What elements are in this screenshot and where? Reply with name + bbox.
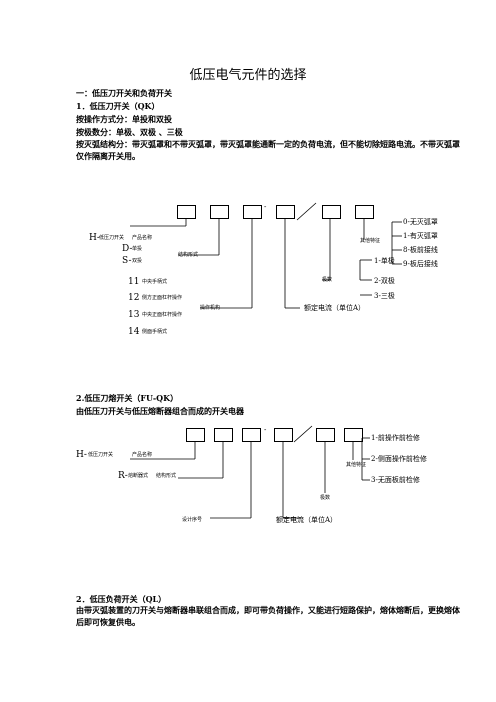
- code-box: [186, 428, 205, 442]
- section2-description: 由低压刀开关与低压熔断器组合而成的开关电器: [76, 406, 244, 416]
- structure-form-label: 结构形式: [156, 473, 177, 479]
- other-item: 1-有灭弧罩: [403, 232, 438, 240]
- code-box: [355, 205, 374, 219]
- rated-current-label: 额定电流（单位A）: [304, 304, 366, 312]
- h-code: H-: [76, 450, 87, 460]
- d-code-text: 单投: [132, 246, 143, 252]
- structure-form-label: 结构形式: [178, 252, 199, 258]
- code-box: [344, 428, 363, 442]
- code-dash: -: [264, 203, 267, 211]
- section1-heading: 一：低压刀开关和负荷开关: [76, 88, 172, 98]
- pole-item: 2-双极: [374, 277, 395, 285]
- code-box: [276, 205, 295, 219]
- mech-item-text: 中央正面杠杆操作: [142, 312, 183, 318]
- code-box: [322, 205, 341, 219]
- pole-item: 1-单极: [374, 257, 395, 265]
- code-dash: -: [264, 426, 267, 434]
- other-item: 9-板后接线: [403, 260, 438, 268]
- pole-count-text: 按极数分：单极、双极 、三极: [76, 127, 183, 137]
- operating-mechanism-label: 操作机构: [200, 305, 221, 311]
- arc-structure-text: 按灭弧结构分：带灭弧罩和不带灭弧罩，带灭弧罩能通断一定的负荷电流，但不能切除短路…: [76, 139, 460, 161]
- section2-heading: 2.低压刀熔开关（FU-QK）: [76, 393, 179, 403]
- code-box: [177, 205, 196, 219]
- h-code-text: 低压刀开关: [99, 235, 125, 241]
- r-code-text: 熔断器式: [128, 473, 149, 479]
- product-name-label: 产品名称: [132, 235, 153, 241]
- h-code-text: 低压刀开关: [88, 452, 114, 458]
- mech-item-code: 12: [128, 293, 140, 303]
- r-code: R-: [118, 471, 128, 481]
- code-box: [243, 205, 262, 219]
- mech-item-text: 侧方正面杠杆操作: [142, 295, 183, 301]
- other-item: 2-侧面操作前检修: [371, 455, 427, 463]
- code-box: [316, 428, 335, 442]
- s-code: S-: [122, 256, 132, 266]
- other-features-label: 其他特征: [346, 462, 367, 468]
- pole-label: 极数: [320, 495, 331, 501]
- other-features-label: 其他特征: [360, 238, 381, 244]
- mech-item-text: 中央手柄式: [142, 279, 168, 285]
- design-number-label: 设计序号: [182, 517, 203, 523]
- mech-item-code: 11: [128, 277, 140, 287]
- other-item: 1-前操作前检修: [371, 434, 420, 442]
- pole-label: 极数: [322, 277, 333, 283]
- code-box: [210, 205, 229, 219]
- section3-heading: 2．低压负荷开关（QL）: [76, 594, 167, 604]
- other-item: 0-无灭弧罩: [403, 218, 438, 226]
- mech-item-code: 13: [128, 310, 140, 320]
- mech-item-text: 侧面手柄式: [142, 329, 168, 335]
- section1-subheading: 1．低压刀开关（QK）: [76, 101, 160, 111]
- rated-current-label: 额定电流（单位A）: [276, 516, 338, 524]
- s-code-text: 双投: [132, 258, 143, 264]
- other-item: 3-无面板前检修: [371, 476, 420, 484]
- h-code: H-: [89, 233, 100, 243]
- code-box: [274, 428, 293, 442]
- section3-description: 由带灭弧装置的刀开关与熔断器串联组合而成，即可带负荷操作，又能进行短路保护，熔体…: [76, 605, 460, 627]
- mech-item-code: 14: [128, 327, 140, 337]
- page-title: 低压电气元件的选择: [189, 68, 307, 83]
- other-item: 8-板前接线: [403, 246, 438, 254]
- operation-type-text: 按操作方式分：单投和双投: [76, 114, 172, 124]
- pole-item: 3-三极: [374, 292, 395, 300]
- code-box: [214, 428, 233, 442]
- d-code: D-: [122, 244, 133, 254]
- code-box: [242, 428, 261, 442]
- product-name-label: 产品名称: [132, 452, 153, 458]
